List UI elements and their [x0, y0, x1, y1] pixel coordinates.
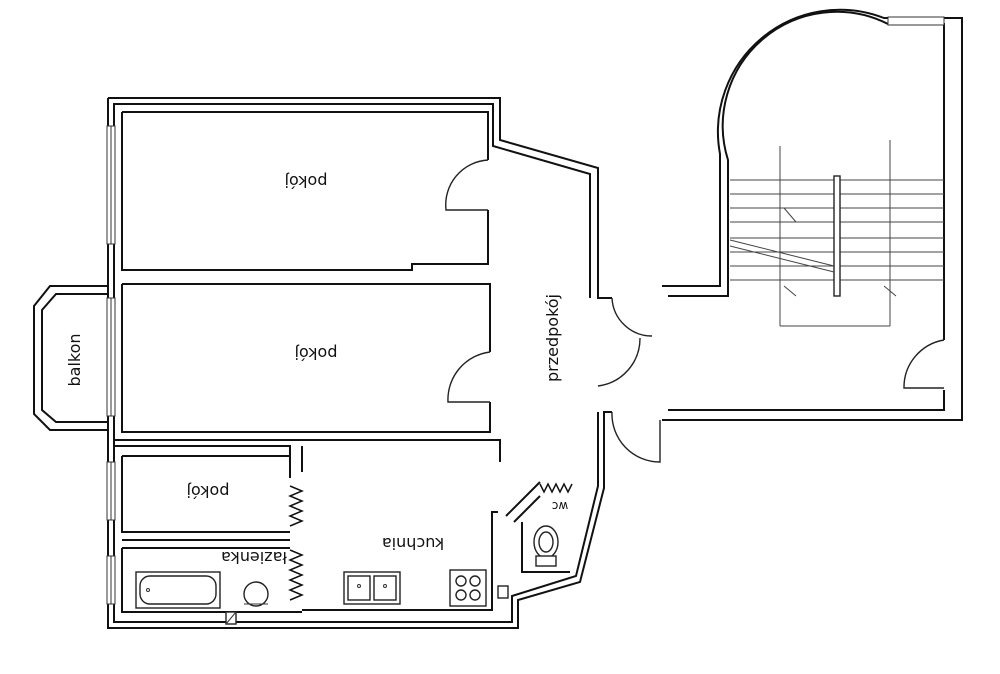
room-top-walls: [121, 111, 489, 271]
kitchen-stove: [449, 569, 509, 607]
folding-door-small-room: [288, 485, 304, 527]
folding-door-bathroom: [288, 549, 304, 601]
folding-door-wc: [539, 482, 573, 494]
label-wc: wc: [552, 499, 568, 513]
door-room-middle: [447, 351, 491, 403]
label-kitchen: kuchnia: [382, 534, 444, 553]
door-lower-entrance: [611, 411, 661, 463]
bathroom-sink: [225, 581, 269, 625]
apartment-outer-walls: [107, 97, 612, 629]
hall-entrance-doors: [597, 297, 661, 463]
label-room-middle: pokój: [295, 344, 338, 363]
bathtub: [135, 571, 221, 609]
bathroom-walls: [121, 547, 302, 613]
windows-left: [106, 125, 116, 605]
label-room-top: pokój: [285, 172, 328, 191]
door-room-top: [445, 159, 489, 211]
wc-walls: [505, 481, 573, 573]
kitchen-sink: [343, 571, 401, 605]
label-balcony: balkon: [65, 333, 84, 386]
label-bathroom: łazienka: [221, 548, 287, 567]
door-upper-entrance: [611, 297, 653, 337]
balcony: [33, 285, 108, 431]
room-middle-walls: [121, 283, 491, 433]
kitchen-walls: [302, 511, 498, 611]
label-hallway: przedpokój: [543, 294, 562, 382]
room-small-walls: [121, 455, 291, 541]
staircase: [662, 8, 963, 421]
wall-lower-divider: [114, 439, 501, 462]
toilet: [533, 525, 559, 567]
door-stairwell: [903, 339, 945, 389]
label-room-small: pokój: [187, 482, 230, 501]
